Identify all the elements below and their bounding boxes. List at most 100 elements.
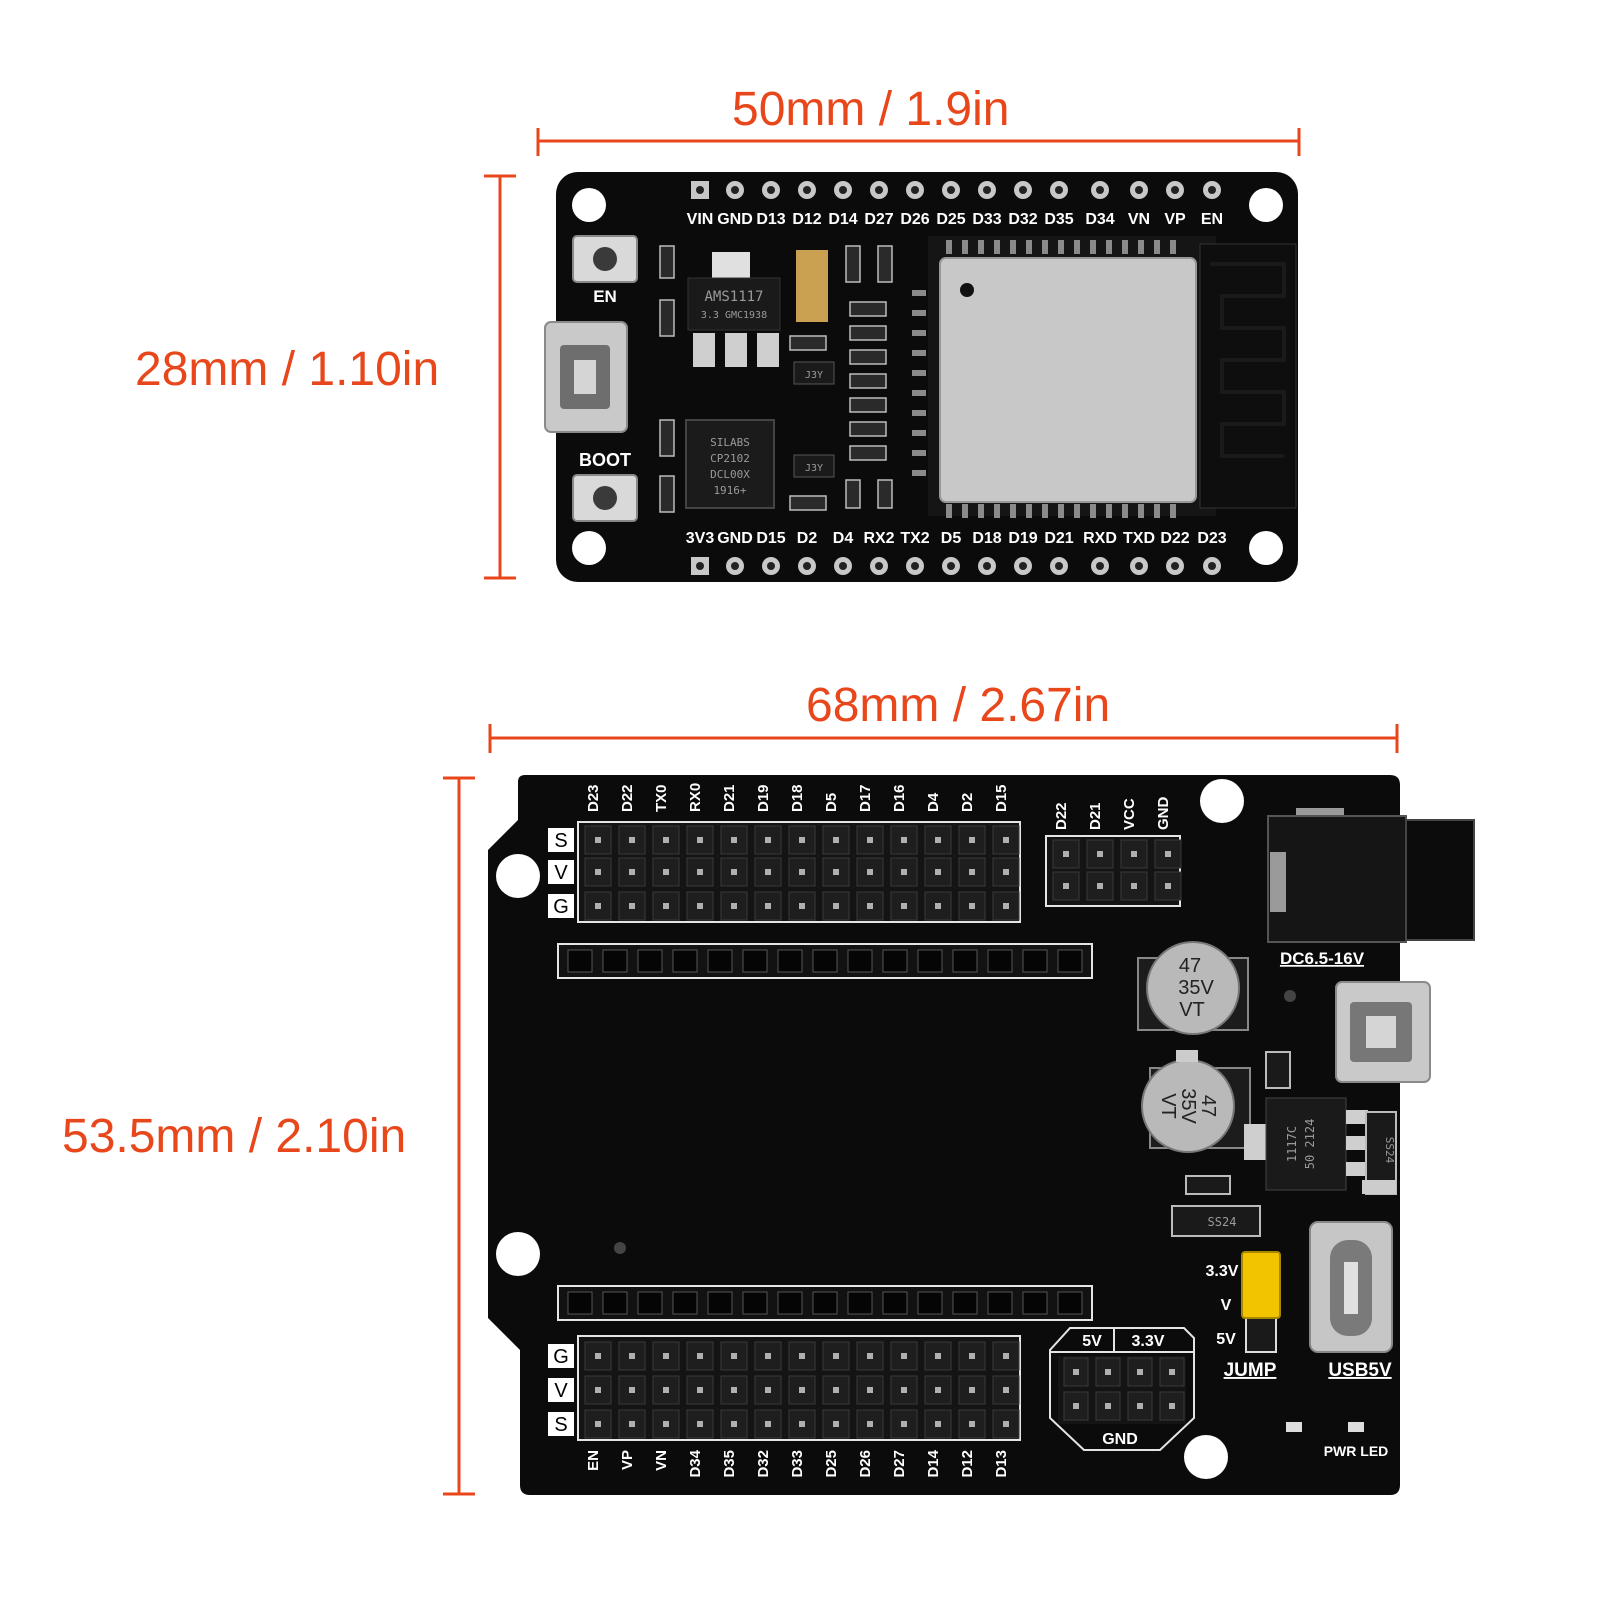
svg-text:S: S [554,1414,567,1436]
header-pin [867,1353,873,1359]
socket-hole [952,949,978,973]
pin-hole-center [696,562,704,570]
row-labels-top: S V G [548,828,574,918]
pin-label: GND [717,530,753,547]
i2c-pin-label: VCC [1121,798,1138,830]
header-pin [731,1353,737,1359]
pin-hole-center [1171,186,1179,194]
pwr-led [1286,1422,1302,1432]
pwr-led-label: PWR LED [1324,1443,1389,1459]
header-pin [799,1421,805,1427]
devkit-top-pin-holes [691,181,1221,199]
pin-label: D25 [936,211,965,228]
pin-hole-center [803,562,811,570]
header-pin [935,837,941,843]
header-pin [1073,1369,1079,1375]
jumper-label: V [1221,1297,1232,1314]
pin-label: EN [585,1450,602,1471]
socket-hole [602,949,628,973]
usb-c-port[interactable] [1309,1221,1393,1353]
header-pin [901,1421,907,1427]
boot-button[interactable] [572,474,638,522]
svg-text:DCL00X: DCL00X [710,468,750,481]
header-pin [1097,851,1103,857]
socket-hole [917,1291,943,1315]
pin-hole-center [731,186,739,194]
jumper-label: 5V [1216,1331,1236,1348]
pin-hole-center [983,186,991,194]
pin-hole-center [731,562,739,570]
micro-usb-port[interactable] [544,321,628,433]
header-pin [833,869,839,875]
header-pin [1137,1369,1143,1375]
header-pin [969,869,975,875]
mount-screw [1284,990,1296,1002]
socket-hole [707,1291,733,1315]
header-pin [731,1421,737,1427]
header-pin [765,903,771,909]
mount-hole [1249,531,1283,565]
pin-hole-center [911,186,919,194]
socket-hole [1022,949,1048,973]
socket-hole [672,949,698,973]
pin-label: VIN [687,211,714,228]
shield-micro-usb-port[interactable] [1335,981,1431,1083]
socket-hole [987,1291,1013,1315]
header-pin [697,1353,703,1359]
en-button[interactable] [572,235,638,283]
socket-hole [602,1291,628,1315]
header-pin [731,1387,737,1393]
svg-text:VT: VT [1157,1093,1179,1119]
socket-hole [1022,1291,1048,1315]
pin-hole-center [1208,562,1216,570]
smd-component [1362,1180,1396,1194]
header-pin [799,837,805,843]
socket-hole [847,949,873,973]
socket-hole [637,1291,663,1315]
header-pin [901,837,907,843]
en-button-label: EN [593,287,617,306]
svg-text:SILABS: SILABS [710,436,750,449]
pin-label: TX2 [900,530,929,547]
header-pin [799,903,805,909]
header-pin [935,869,941,875]
socket-hole [882,1291,908,1315]
transistor: J3Y [793,361,835,385]
header-pin [1105,1403,1111,1409]
header-pin [969,837,975,843]
svg-text:V: V [554,862,568,884]
socket-hole [567,1291,593,1315]
pin-hole-center [1096,186,1104,194]
socket-hole [742,1291,768,1315]
jumper-cap[interactable] [1241,1251,1281,1319]
pin-label: EN [1201,211,1223,228]
pin-label: D2 [797,530,818,547]
electrolytic-capacitor: 47 35V VT [1141,1059,1251,1153]
pin-label: D19 [1008,530,1037,547]
boot-button-label: BOOT [579,450,631,470]
header-pin [867,903,873,909]
svg-text:1117C: 1117C [1285,1126,1299,1162]
header-pin [799,1353,805,1359]
pin-hole-center [1208,186,1216,194]
pin-label: VP [1164,211,1186,228]
header-pin [935,903,941,909]
socket-hole [672,1291,698,1315]
pin-label: D23 [1197,530,1226,547]
pin-label: D35 [1044,211,1073,228]
pin-hole-center [1019,562,1027,570]
pin-label: D26 [900,211,929,228]
dc-barrel-jack[interactable] [1267,808,1475,943]
led-resistor [1348,1422,1364,1432]
electrolytic-capacitor: 47 35V VT [1137,941,1249,1035]
pin-label: D15 [993,784,1010,812]
pin-hole-center [803,186,811,194]
header-pin [595,1421,601,1427]
header-pin [1003,837,1009,843]
pin-label: D27 [891,1450,908,1478]
expansion-shield-board: D23 D22 TX0 RX0 D21 D19 D18 D5 D17 D16 D… [488,775,1475,1495]
board2-width-label: 68mm / 2.67in [806,679,1111,732]
mount-hole [572,188,606,222]
pin-label: D18 [972,530,1001,547]
